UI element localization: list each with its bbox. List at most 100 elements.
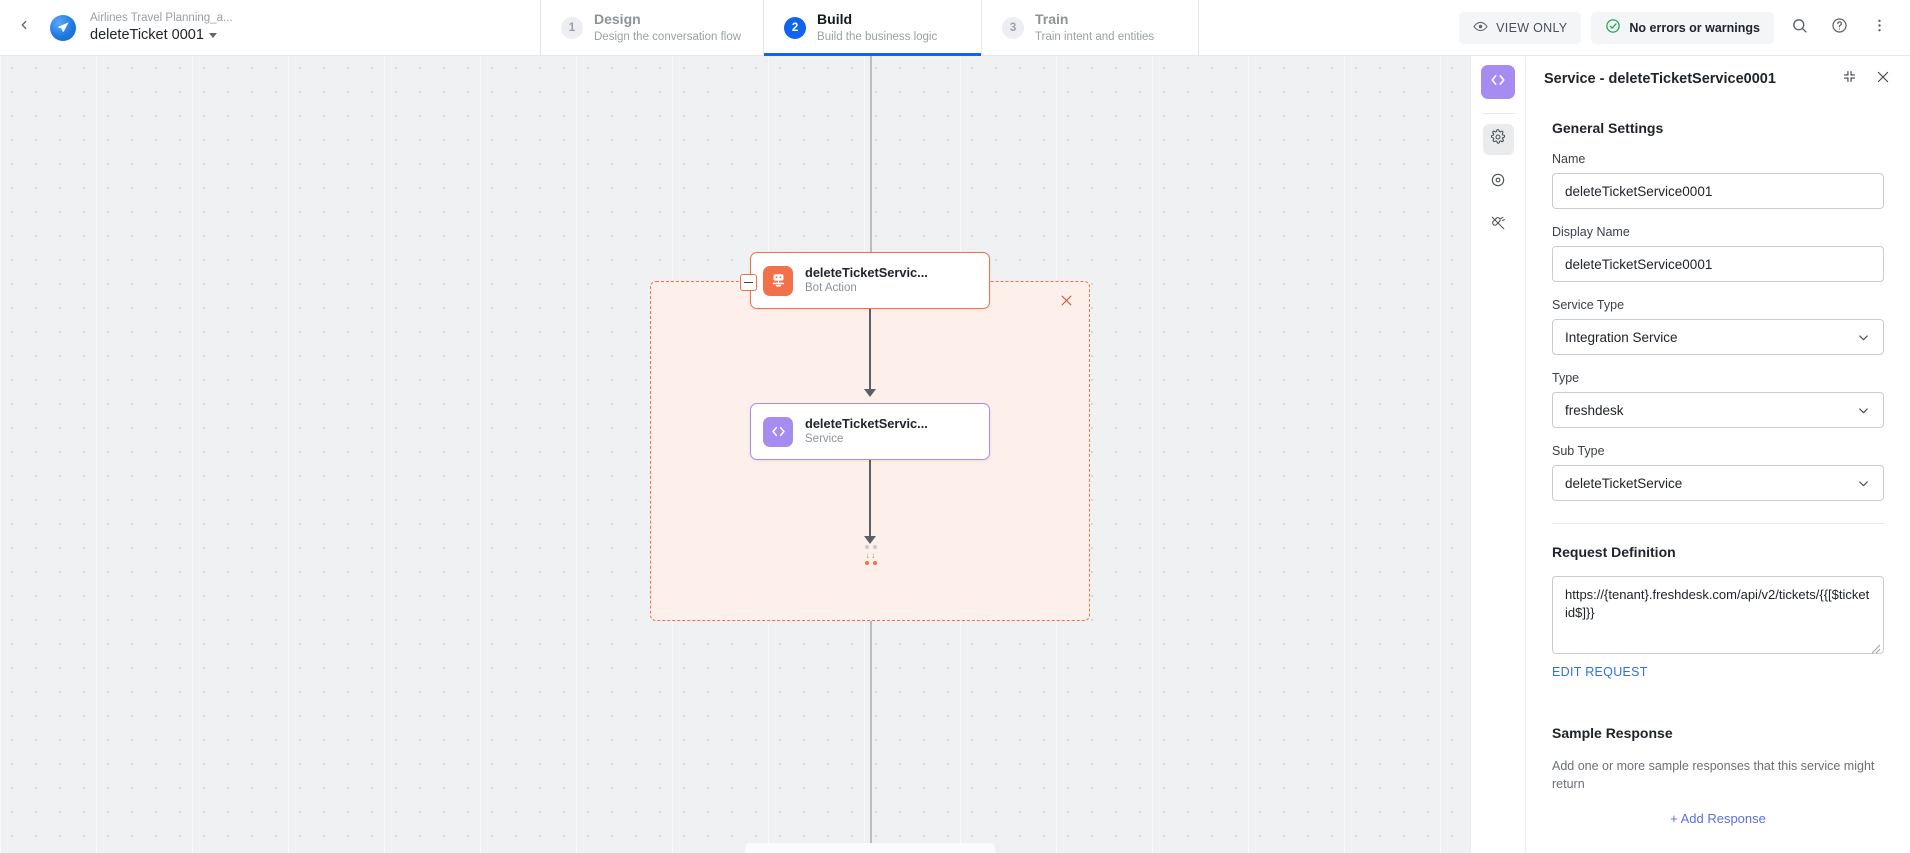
field-name-label: Name [1552,152,1586,166]
flow-node-bot-action-subtitle: Bot Action [805,282,857,295]
flow-node-service-title: deleteTicketServic... [805,415,928,431]
sub-type-value: deleteTicketService [1565,475,1683,491]
canvas-bottom-panel-edge [745,843,995,853]
rail-item-connections[interactable] [1483,210,1514,241]
code-brackets-icon [763,416,793,447]
connector-arrow-1 [864,389,876,397]
panel-main: Service - deleteTicketService0001 Genera… [1526,56,1910,853]
back-button[interactable] [10,14,38,42]
tab-train-desc: Train intent and entities [1035,30,1155,43]
flow-node-service-subtitle: Service [805,433,844,446]
flow-end-dot [865,561,869,565]
type-select[interactable]: freshdesk [1552,392,1884,428]
field-service-type: Service Type Integration Service [1552,298,1884,355]
flow-node-service[interactable]: deleteTicketServic... Service [750,403,990,460]
panel-header: Service - deleteTicketService0001 [1526,56,1910,102]
flow-end-dot [865,545,869,549]
chevron-down-icon [1856,476,1871,491]
panel-header-actions [1836,66,1896,92]
sample-response-heading: Sample Response [1552,725,1673,741]
search-button[interactable] [1784,13,1814,43]
chevron-down-icon [1856,330,1871,345]
field-display-name-label: Display Name [1552,225,1630,239]
service-properties-panel: Service - deleteTicketService0001 Genera… [1470,56,1910,853]
panel-type-icon-button[interactable] [1481,65,1515,99]
field-sub-type-label: Sub Type [1552,444,1605,458]
tab-train-number: 3 [1002,16,1025,39]
flow-end-dot [873,545,877,549]
field-name: Name [1552,152,1884,209]
help-button[interactable] [1824,13,1854,43]
service-type-select[interactable]: Integration Service [1552,319,1884,355]
status-badge[interactable]: No errors or warnings [1591,11,1774,44]
field-sub-type: Sub Type deleteTicketService [1552,444,1884,501]
sample-response-description: Add one or more sample responses that th… [1552,759,1875,792]
dialog-selector[interactable]: deleteTicket 0001 [90,27,233,44]
flow-canvas[interactable]: deleteTicketServic... Bot Action deleteT… [0,56,1470,853]
tab-design[interactable]: 1 Design Design the conversation flow [540,0,763,55]
panel-icon-rail [1471,56,1526,853]
field-type-label: Type [1552,371,1580,385]
view-only-label: VIEW ONLY [1496,20,1568,35]
flow-node-bot-action[interactable]: deleteTicketServic... Bot Action [750,252,990,309]
top-bar-right: VIEW ONLY No errors or warnings [1459,0,1910,55]
close-icon [1875,69,1891,90]
tab-design-title: Design [594,11,641,28]
section-divider [1552,523,1884,524]
target-circle-icon [1490,172,1506,193]
group-close-button[interactable] [1055,292,1077,314]
tab-train-title: Train [1035,11,1069,28]
minus-square-icon [744,281,753,284]
gear-icon [1490,129,1506,150]
flow-end-handle-icon[interactable]: ↓↓ [862,545,880,565]
display-name-input[interactable] [1552,246,1884,282]
add-response-row: + Add Response [1552,811,1884,826]
connector-arrow-2 [864,536,876,544]
panel-close-button[interactable] [1870,66,1896,92]
project-name: Airlines Travel Planning_a... [90,11,233,24]
chevron-left-icon [17,18,31,37]
field-display-name: Display Name [1552,225,1884,282]
tab-design-desc: Design the conversation flow [594,30,742,43]
bot-avatar-icon [50,14,76,41]
panel-collapse-button[interactable] [1836,66,1862,92]
bot-titles: Airlines Travel Planning_a... deleteTick… [90,12,233,44]
rail-item-instance[interactable] [1483,167,1514,198]
tab-train[interactable]: 3 Train Train intent and entities [981,0,1200,55]
view-only-badge[interactable]: VIEW ONLY [1459,11,1582,44]
status-label: No errors or warnings [1629,20,1760,35]
rail-item-settings[interactable] [1482,124,1514,155]
connector-service-to-end [869,460,871,540]
eye-icon [1473,19,1488,37]
group-collapse-toggle[interactable] [740,274,757,291]
code-brackets-icon [1489,71,1507,94]
search-icon [1791,17,1808,39]
chevron-down-icon [1856,403,1871,418]
more-vertical-icon [1871,17,1888,39]
more-options-button[interactable] [1864,13,1894,43]
bot-action-icon [763,265,793,296]
top-bar-left: Airlines Travel Planning_a... deleteTick… [0,0,540,55]
edit-request-link[interactable]: EDIT REQUEST [1552,665,1648,679]
panel-title: Service - deleteTicketService0001 [1544,71,1776,87]
tab-build-title: Build [817,11,853,28]
close-icon [1059,293,1074,313]
flow-end-arrows: ↓↓ [865,550,877,560]
field-type: Type freshdesk [1552,371,1884,428]
check-circle-icon [1605,18,1621,37]
dialog-name: deleteTicket 0001 [90,26,204,43]
tab-build-number: 2 [784,16,807,39]
request-definition-heading: Request Definition [1552,544,1676,560]
help-circle-icon [1831,17,1848,39]
request-url-wrap: https://{tenant}.freshdesk.com/api/v2/ti… [1552,576,1884,654]
connector-bot-to-service [869,309,871,393]
add-response-button[interactable]: + Add Response [1670,811,1766,827]
collapse-icon [1842,69,1857,89]
request-url-textarea[interactable]: https://{tenant}.freshdesk.com/api/v2/ti… [1552,576,1884,654]
tab-build[interactable]: 2 Build Build the business logic [763,0,982,56]
field-service-type-label: Service Type [1552,298,1625,312]
tab-design-number: 1 [561,16,583,39]
panel-body[interactable]: General Settings Name Display Name Servi… [1526,102,1910,853]
sub-type-select[interactable]: deleteTicketService [1552,465,1884,501]
name-input[interactable] [1552,173,1884,209]
